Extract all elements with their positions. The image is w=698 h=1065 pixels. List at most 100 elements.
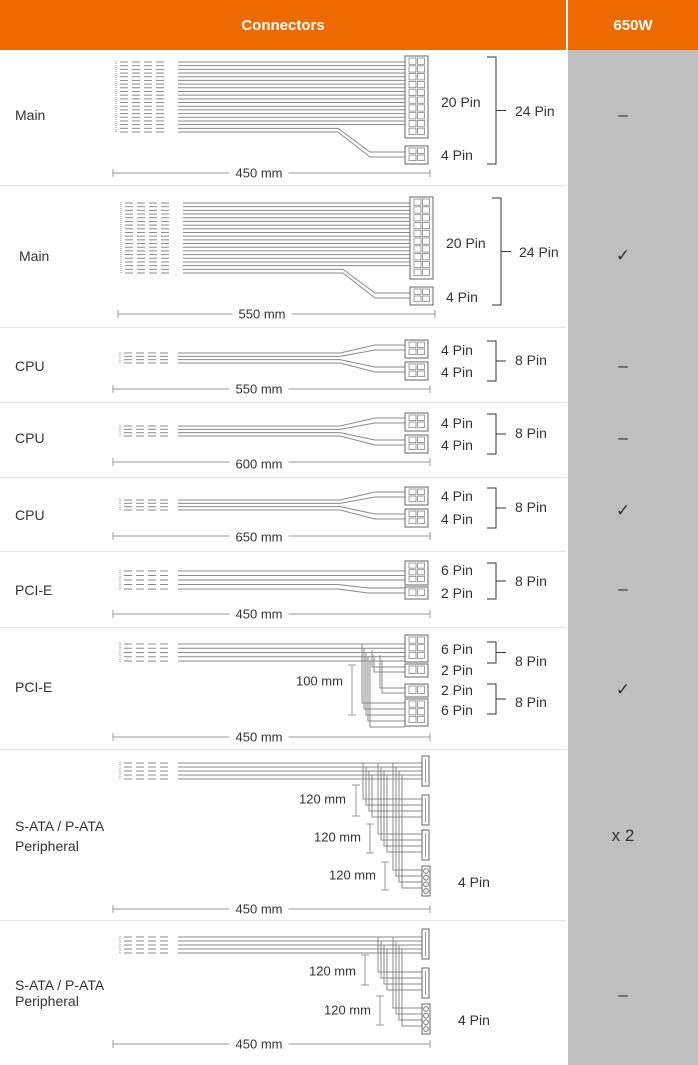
pin-label: 6 Pin: [441, 562, 473, 578]
connector-pin: [417, 348, 425, 355]
total-pin-label: 24 Pin: [519, 244, 559, 260]
connector-pin: [408, 715, 417, 723]
pin-label: 2 Pin: [441, 682, 473, 698]
availability-value: ✓: [615, 680, 631, 699]
connector-pin: [408, 517, 417, 524]
connector-pin: [408, 443, 417, 450]
connector-pin: [417, 495, 425, 502]
connector: [404, 698, 429, 727]
cable-length: 600 mm: [229, 456, 289, 472]
wire: [401, 949, 422, 1027]
bracket-icon: [487, 683, 497, 715]
wire: [386, 775, 422, 853]
molex-pin: [423, 874, 429, 881]
connector-pin: [417, 510, 425, 517]
wire: [383, 945, 422, 985]
connector-pin: [417, 414, 425, 421]
connector-pin: [408, 488, 417, 495]
wire: [401, 775, 422, 889]
connector-pin: [408, 370, 417, 377]
wire: [371, 650, 405, 668]
connector-pin: [417, 588, 425, 596]
wire: [392, 763, 422, 871]
connector-pin: [417, 96, 425, 104]
connector-pin: [408, 644, 417, 652]
wire: [392, 937, 422, 1009]
connector-pin: [408, 348, 417, 355]
wire: [383, 771, 422, 847]
row-label: S-ATA / P-ATA: [15, 977, 105, 993]
molex-pin: [423, 1019, 429, 1026]
connector-pin: [417, 363, 425, 370]
connector-pin: [422, 214, 430, 222]
bracket-icon: [487, 413, 497, 455]
pin-label: 4 Pin: [441, 342, 473, 358]
connector: [409, 196, 434, 280]
connector-pin: [413, 214, 422, 222]
wire: [178, 362, 405, 373]
pin-label: 20 Pin: [446, 235, 486, 251]
connector-pin: [417, 700, 425, 708]
wire: [178, 344, 405, 354]
connector-pin: [417, 341, 425, 348]
connector: [404, 486, 429, 506]
availability-value: x 2: [611, 826, 635, 845]
connector: [404, 361, 429, 381]
connector-pin: [408, 436, 417, 443]
availability-value: ✓: [615, 246, 631, 265]
connector-pin: [417, 575, 425, 582]
wire: [395, 941, 422, 1015]
row-label: Peripheral: [15, 993, 79, 1009]
spacing-label: 120 mm: [314, 829, 361, 845]
pin-label: 2 Pin: [441, 585, 473, 601]
connector: [404, 55, 429, 139]
connector-pin: [408, 685, 417, 694]
connector-pin: [408, 495, 417, 502]
pin-label: 2 Pin: [441, 662, 473, 678]
connector-pin: [408, 120, 417, 128]
connector-pin: [408, 651, 417, 659]
connector-pin: [417, 104, 425, 112]
wire: [380, 767, 422, 841]
wire: [183, 272, 410, 299]
connector-pin: [413, 206, 422, 214]
wire: [361, 644, 405, 704]
wire: [368, 771, 422, 812]
total-pin-label: 8 Pin: [515, 499, 547, 515]
connector-pin: [408, 665, 417, 674]
connector-pin: [417, 421, 425, 428]
wire: [398, 771, 422, 883]
spacing-label: 120 mm: [299, 791, 346, 807]
wire: [178, 506, 405, 515]
connector-pin: [417, 73, 425, 81]
connector-pin: [408, 104, 417, 112]
connector-pin: [408, 81, 417, 89]
wire: [380, 941, 422, 979]
connector-pin: [408, 96, 417, 104]
wire: [178, 349, 405, 357]
wire: [178, 496, 405, 504]
wire: [365, 652, 405, 716]
wire: [178, 491, 405, 501]
header-model-650w: 650W: [568, 0, 698, 50]
wire: [178, 422, 405, 430]
total-pin-label: 8 Pin: [515, 653, 547, 669]
row-label: Main: [19, 248, 50, 264]
connector-pin: [408, 112, 417, 120]
row-label: CPU: [15, 430, 45, 446]
total-pin-label: 8 Pin: [515, 425, 547, 441]
pin-label: 4 Pin: [441, 511, 473, 527]
connector: [409, 286, 434, 306]
pin-label: 6 Pin: [441, 702, 473, 718]
wire: [373, 655, 405, 673]
connector-pin: [413, 198, 422, 206]
connector-pin: [408, 57, 417, 65]
availability-column: [568, 50, 698, 1065]
connector-pin: [417, 120, 425, 128]
cable-length: 450 mm: [229, 729, 289, 745]
connector-pin: [422, 268, 430, 276]
pin-label: 20 Pin: [441, 94, 481, 110]
availability-value: –: [618, 985, 628, 1004]
connector-pin: [417, 112, 425, 120]
connector-pin: [408, 708, 417, 716]
